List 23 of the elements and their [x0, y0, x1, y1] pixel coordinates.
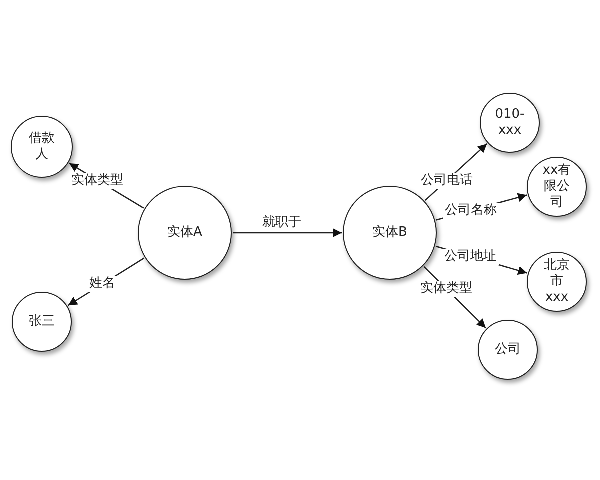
- entity-circle: [478, 320, 538, 380]
- entity-circle: [138, 186, 232, 280]
- edge-label: 就职于: [260, 215, 304, 231]
- node-label: 010-xxx: [494, 107, 526, 139]
- node-label: xx有限公司: [542, 163, 572, 211]
- edge-label: 实体类型: [418, 280, 474, 297]
- entity-circle: [527, 157, 587, 217]
- node-label: 借款人: [28, 131, 56, 163]
- node-label: 实体B: [372, 225, 408, 241]
- entity-circle: [480, 93, 540, 153]
- edge-label: 姓名: [87, 276, 118, 292]
- edge-label: 实体类型: [70, 172, 126, 188]
- entity-circle: [527, 252, 587, 312]
- node-label: 张三: [28, 314, 56, 330]
- edge-label: 公司地址: [442, 248, 499, 265]
- node-label: 北京市xxx: [543, 258, 571, 306]
- entity-circle: [12, 292, 72, 352]
- entity-circle: [11, 116, 73, 178]
- edge-label: 公司名称: [442, 202, 499, 219]
- node-label: 公司: [494, 342, 522, 358]
- node-label: 实体A: [168, 225, 202, 241]
- edge-label: 公司电话: [419, 172, 475, 189]
- arrow: [233, 228, 342, 238]
